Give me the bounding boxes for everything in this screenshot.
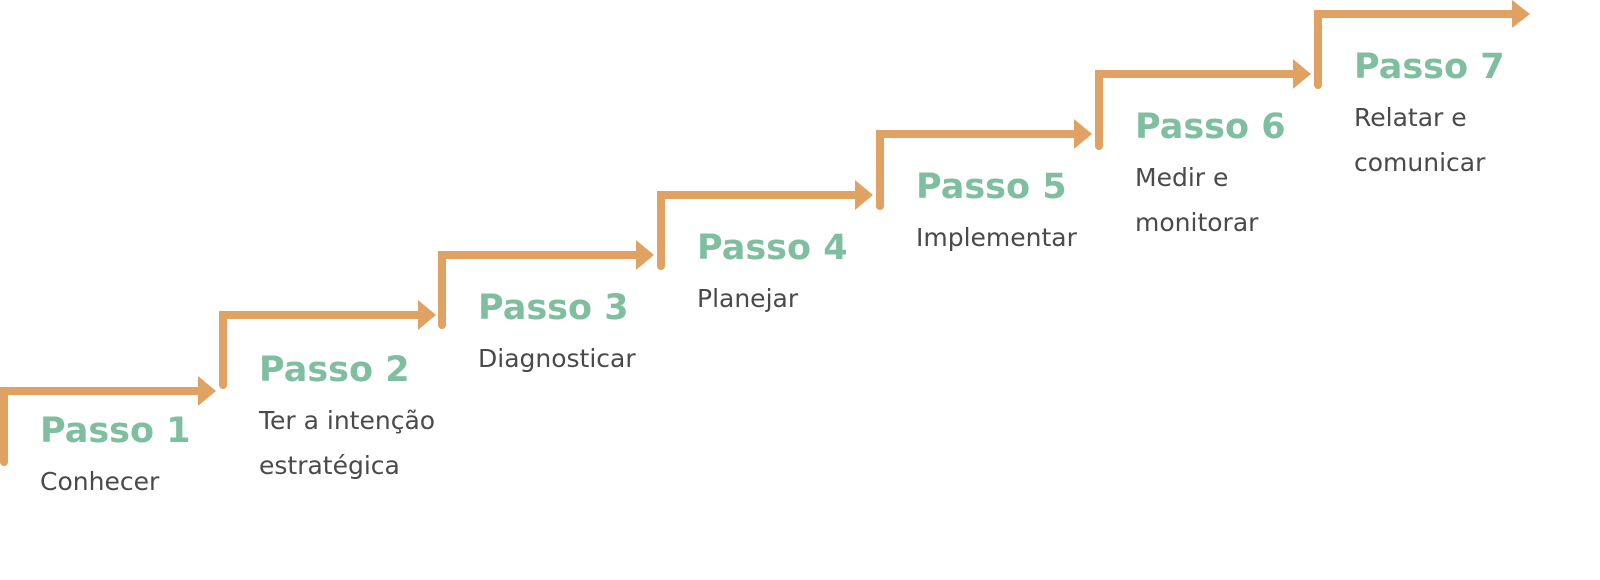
step-5: Passo 5 Implementar: [916, 167, 1136, 260]
step-2-description: Ter a intenção estratégica: [259, 406, 436, 480]
step-7-description: Relatar e comunicar: [1354, 103, 1486, 177]
step-arrow-1: [0, 376, 216, 466]
step-2: Passo 2 Ter a intenção estratégica: [259, 350, 479, 488]
step-5-description: Implementar: [916, 223, 1077, 252]
step-1: Passo 1 Conhecer: [40, 411, 260, 504]
step-arrow-4: [657, 180, 873, 270]
step-3: Passo 3 Diagnosticar: [478, 288, 698, 381]
step-6: Passo 6 Medir e monitorar: [1135, 107, 1355, 245]
step-4-title: Passo 4: [697, 228, 848, 268]
step-3-title: Passo 3: [478, 288, 629, 328]
step-1-title: Passo 1: [40, 411, 191, 451]
step-4: Passo 4 Planejar: [697, 228, 917, 321]
step-1-description: Conhecer: [40, 467, 160, 496]
step-arrow-7: [1314, 0, 1530, 89]
step-7-title: Passo 7: [1354, 47, 1505, 87]
step-5-title: Passo 5: [916, 167, 1067, 207]
step-3-description: Diagnosticar: [478, 344, 636, 373]
step-arrow-3: [438, 240, 654, 329]
step-arrow-6: [1095, 59, 1311, 150]
step-arrow-2: [219, 300, 436, 389]
step-7: Passo 7 Relatar e comunicar: [1354, 47, 1574, 185]
step-2-title: Passo 2: [259, 350, 410, 390]
step-4-description: Planejar: [697, 284, 799, 313]
step-arrow-5: [876, 119, 1092, 210]
step-6-description: Medir e monitorar: [1135, 163, 1259, 237]
step-6-title: Passo 6: [1135, 107, 1286, 147]
